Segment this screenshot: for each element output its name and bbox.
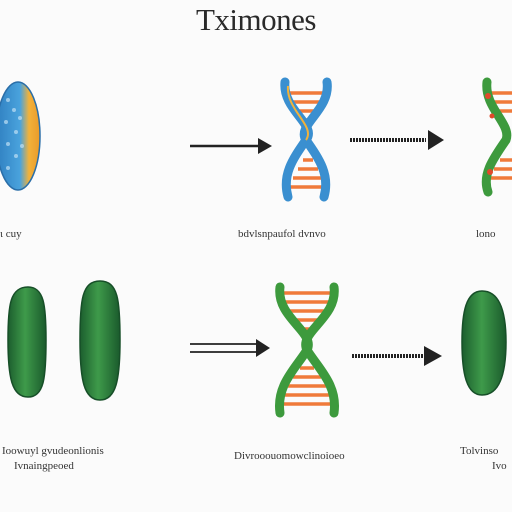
green-red-dna-helix [481, 77, 512, 197]
row2-left-label-line2: Ivnaingpeoed [14, 460, 74, 472]
row1-left-label: ι cuy [0, 228, 22, 240]
arrow-2 [350, 130, 444, 150]
row2-right-label-line1: Tolvinso [460, 445, 499, 457]
green-cell-right [79, 280, 121, 401]
blue-orange-cell-shape [0, 81, 41, 191]
green-cell-result [461, 290, 507, 396]
arrow-1 [190, 138, 272, 154]
row2-middle-label: Divrooouomowclinoioeo [234, 450, 345, 462]
row2-right-label-line2: Ivo [492, 460, 507, 472]
row2-left-label-line1: Ioowuyl gvudeonlionis [2, 445, 104, 457]
blue-dna-helix [280, 77, 332, 202]
green-dna-helix [275, 282, 339, 418]
green-cell-left [7, 286, 47, 398]
diagram-title: Tximones [196, 2, 317, 37]
arrow-4 [352, 346, 442, 366]
arrow-3 [190, 339, 270, 357]
row1-middle-label: bdvlsnpaufol dvnvo [238, 228, 326, 240]
row1-right-label: lono [476, 228, 496, 240]
